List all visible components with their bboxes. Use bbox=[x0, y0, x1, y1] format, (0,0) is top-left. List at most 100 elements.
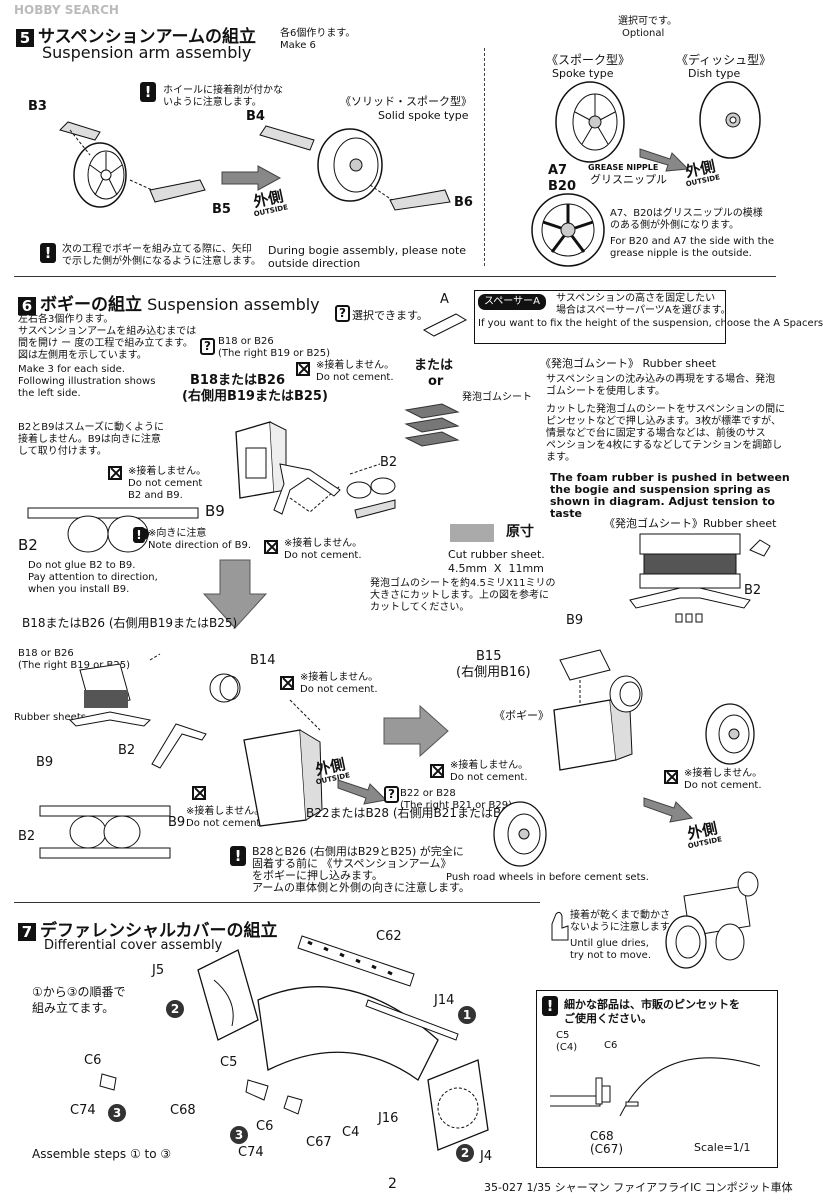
foam-sheet-label: 発泡ゴムシート bbox=[462, 392, 532, 403]
step-number: 5 bbox=[16, 28, 34, 47]
down-right-arrow bbox=[337, 779, 388, 805]
no-glue-icon bbox=[192, 786, 206, 800]
spoke-wheel-drawing bbox=[555, 81, 625, 163]
part-c4: C4 bbox=[342, 1125, 360, 1140]
bogie-label: 《ボギー》 bbox=[494, 709, 549, 722]
spacer-jp: サスペンションの高さを固定したい 場合はスペーサーパーツAを選びます。 bbox=[556, 293, 731, 316]
bogie-note-en: During bogie assembly, please note outsi… bbox=[268, 244, 467, 270]
no-glue-jp: ※接着しません。 bbox=[300, 672, 379, 683]
actual-size-jp: 原寸 bbox=[506, 524, 534, 540]
do-not-cement: Do not cement. bbox=[450, 772, 528, 783]
step-circle-2: 2 bbox=[456, 1144, 474, 1162]
b28-note-jp: B28とB26 (右側用はB29とB25) が完全に 固着する前に 《サスペンシ… bbox=[252, 845, 470, 894]
step-number: 7 bbox=[18, 922, 36, 941]
page-number: 2 bbox=[388, 1176, 397, 1192]
part-b9-drawing bbox=[273, 463, 341, 515]
rubber-sheets-label: Rubber sheets bbox=[14, 712, 86, 723]
part-right-b19-b25: (右側用B19またはB25) bbox=[182, 389, 328, 404]
warning-icon: ! bbox=[230, 846, 246, 866]
road-wheel-drawing bbox=[493, 801, 547, 867]
tweezer-note: 細かな部品は、市販のピンセットを ご使用ください。 bbox=[564, 998, 740, 1025]
divider bbox=[484, 48, 485, 266]
part-b20: B20 bbox=[548, 179, 576, 194]
no-glue-icon bbox=[296, 362, 310, 376]
scale-c5: C5 (C4) bbox=[556, 1030, 578, 1053]
select-jp: 選択できます。 bbox=[352, 309, 428, 322]
question-icon: ? bbox=[200, 338, 215, 355]
part-c6: C6 bbox=[84, 1053, 102, 1068]
part-b15: B15 bbox=[476, 649, 502, 664]
glue-warning: ホイールに接着剤が付かな いように注意します。 bbox=[163, 85, 283, 108]
bogie-note-jp: 次の工程でボギーを組み立てる際に、矢印 で示した側が外側になるように注意します。 bbox=[62, 244, 261, 267]
do-not-cement: Do not cement. bbox=[684, 780, 762, 791]
step5-title-en: Suspension arm assembly bbox=[42, 43, 252, 62]
solid-spoke-en: Solid spoke type bbox=[378, 109, 469, 122]
hand-icon bbox=[551, 911, 569, 941]
grease-note-jp: A7、B20はグリスニップルの模様 のある側が外側になります。 bbox=[610, 208, 763, 231]
assemble-order-en: Assemble steps ① to ③ bbox=[32, 1147, 172, 1161]
watermark: HOBBY SEARCH bbox=[14, 3, 119, 17]
b22-b28-en: B22 or B28 (The right B21 or B29) bbox=[400, 788, 513, 811]
step-circle-1: 1 bbox=[458, 1006, 476, 1024]
no-glue-jp: ※接着しません。 bbox=[316, 360, 395, 371]
part-b14: B14 bbox=[250, 653, 276, 668]
down-arrow bbox=[202, 559, 268, 629]
part-b9: B9 bbox=[205, 502, 225, 520]
step-circle-3: 3 bbox=[230, 1126, 248, 1144]
intro-jp: 左右各3個作ります。 サスペンションアームを組み込むまでは 間を開け ー 度の工… bbox=[18, 314, 197, 361]
part-j14: J14 bbox=[434, 993, 455, 1008]
grease-wheel-drawing bbox=[531, 193, 605, 267]
part-b2: B2 bbox=[18, 536, 38, 554]
bogie-assembly-drawing bbox=[553, 649, 643, 771]
footer-code: 35-027 1/35 シャーマン ファイアフライIC コンポジット車体 bbox=[484, 1181, 793, 1194]
part-j5: J5 bbox=[152, 963, 165, 978]
no-glue-icon bbox=[280, 676, 294, 690]
question-icon: ? bbox=[384, 786, 399, 803]
suspension-arm-drawing-left bbox=[59, 121, 206, 208]
dish-type-en: Dish type bbox=[688, 67, 741, 80]
step-title-jp: サスペンションアームの組立 bbox=[38, 27, 256, 47]
do-not-cement: Do not cement. bbox=[186, 818, 264, 829]
lower-b18-label: B18またはB26 (右側用B19またはB25) bbox=[22, 616, 238, 630]
lower-b2-b9-drawing bbox=[39, 805, 171, 859]
do-not-cement: Do not cement. bbox=[316, 372, 394, 383]
c6-c74-drawing bbox=[99, 1073, 117, 1091]
spacer-note-box bbox=[474, 290, 726, 344]
part-c5: C5 bbox=[220, 1055, 238, 1070]
no-glue-jp: ※接着しません。 bbox=[684, 768, 763, 779]
step-title-en: Suspension assembly bbox=[147, 295, 320, 314]
part-b18-b26: B18またはB26 bbox=[190, 373, 285, 388]
outside-arrow bbox=[643, 797, 694, 823]
b18-or-b26: B18 or B26 bbox=[218, 336, 274, 347]
solid-spoke-jp: 《ソリッド・スポーク型》 bbox=[340, 95, 472, 108]
rubber-en: The foam rubber is pushed in between the… bbox=[550, 471, 790, 520]
step-circle-2: 2 bbox=[166, 1000, 184, 1018]
cut-sheet-sample bbox=[450, 524, 494, 542]
direction-note: ※向きに注意 Note direction of B9. bbox=[148, 528, 252, 551]
optional-en: Optional bbox=[622, 28, 665, 39]
spoke-type-jp: 《スポーク型》 bbox=[546, 53, 631, 67]
part-c67: C67 bbox=[306, 1135, 332, 1150]
dish-wheel-drawing bbox=[699, 81, 761, 159]
lower-bogie-drawing bbox=[68, 653, 161, 727]
part-j16: J16 bbox=[378, 1111, 399, 1126]
no-glue-jp: ※接着しません。 bbox=[284, 538, 363, 549]
scale-drawing bbox=[550, 1057, 761, 1117]
section-rule bbox=[14, 276, 776, 277]
rubber-jp-2: カットした発泡ゴムのシートをサスペンションの間に ピンセットなどで押し込みます。… bbox=[546, 404, 786, 463]
step-number: 6 bbox=[18, 296, 36, 315]
warning-icon: ! bbox=[140, 82, 156, 102]
part-b2-drawing bbox=[346, 477, 396, 519]
b2-b9-assembly-drawing bbox=[27, 507, 199, 553]
warning-icon: ! bbox=[542, 996, 558, 1016]
spacer-drawing bbox=[422, 313, 468, 337]
suspension-arm-drawing-right bbox=[259, 125, 451, 211]
no-glue-icon bbox=[430, 764, 444, 778]
b14-roller-drawing bbox=[209, 673, 241, 703]
cut-sheet-en: Cut rubber sheet. 4.5mm X 11mm bbox=[448, 548, 545, 575]
part-b2: B2 bbox=[744, 583, 762, 598]
rubber-title: 《発泡ゴムシート》 Rubber sheet bbox=[540, 357, 716, 370]
do-not-cement: Do not cement. bbox=[300, 684, 378, 695]
part-b9: B9 bbox=[566, 613, 584, 628]
